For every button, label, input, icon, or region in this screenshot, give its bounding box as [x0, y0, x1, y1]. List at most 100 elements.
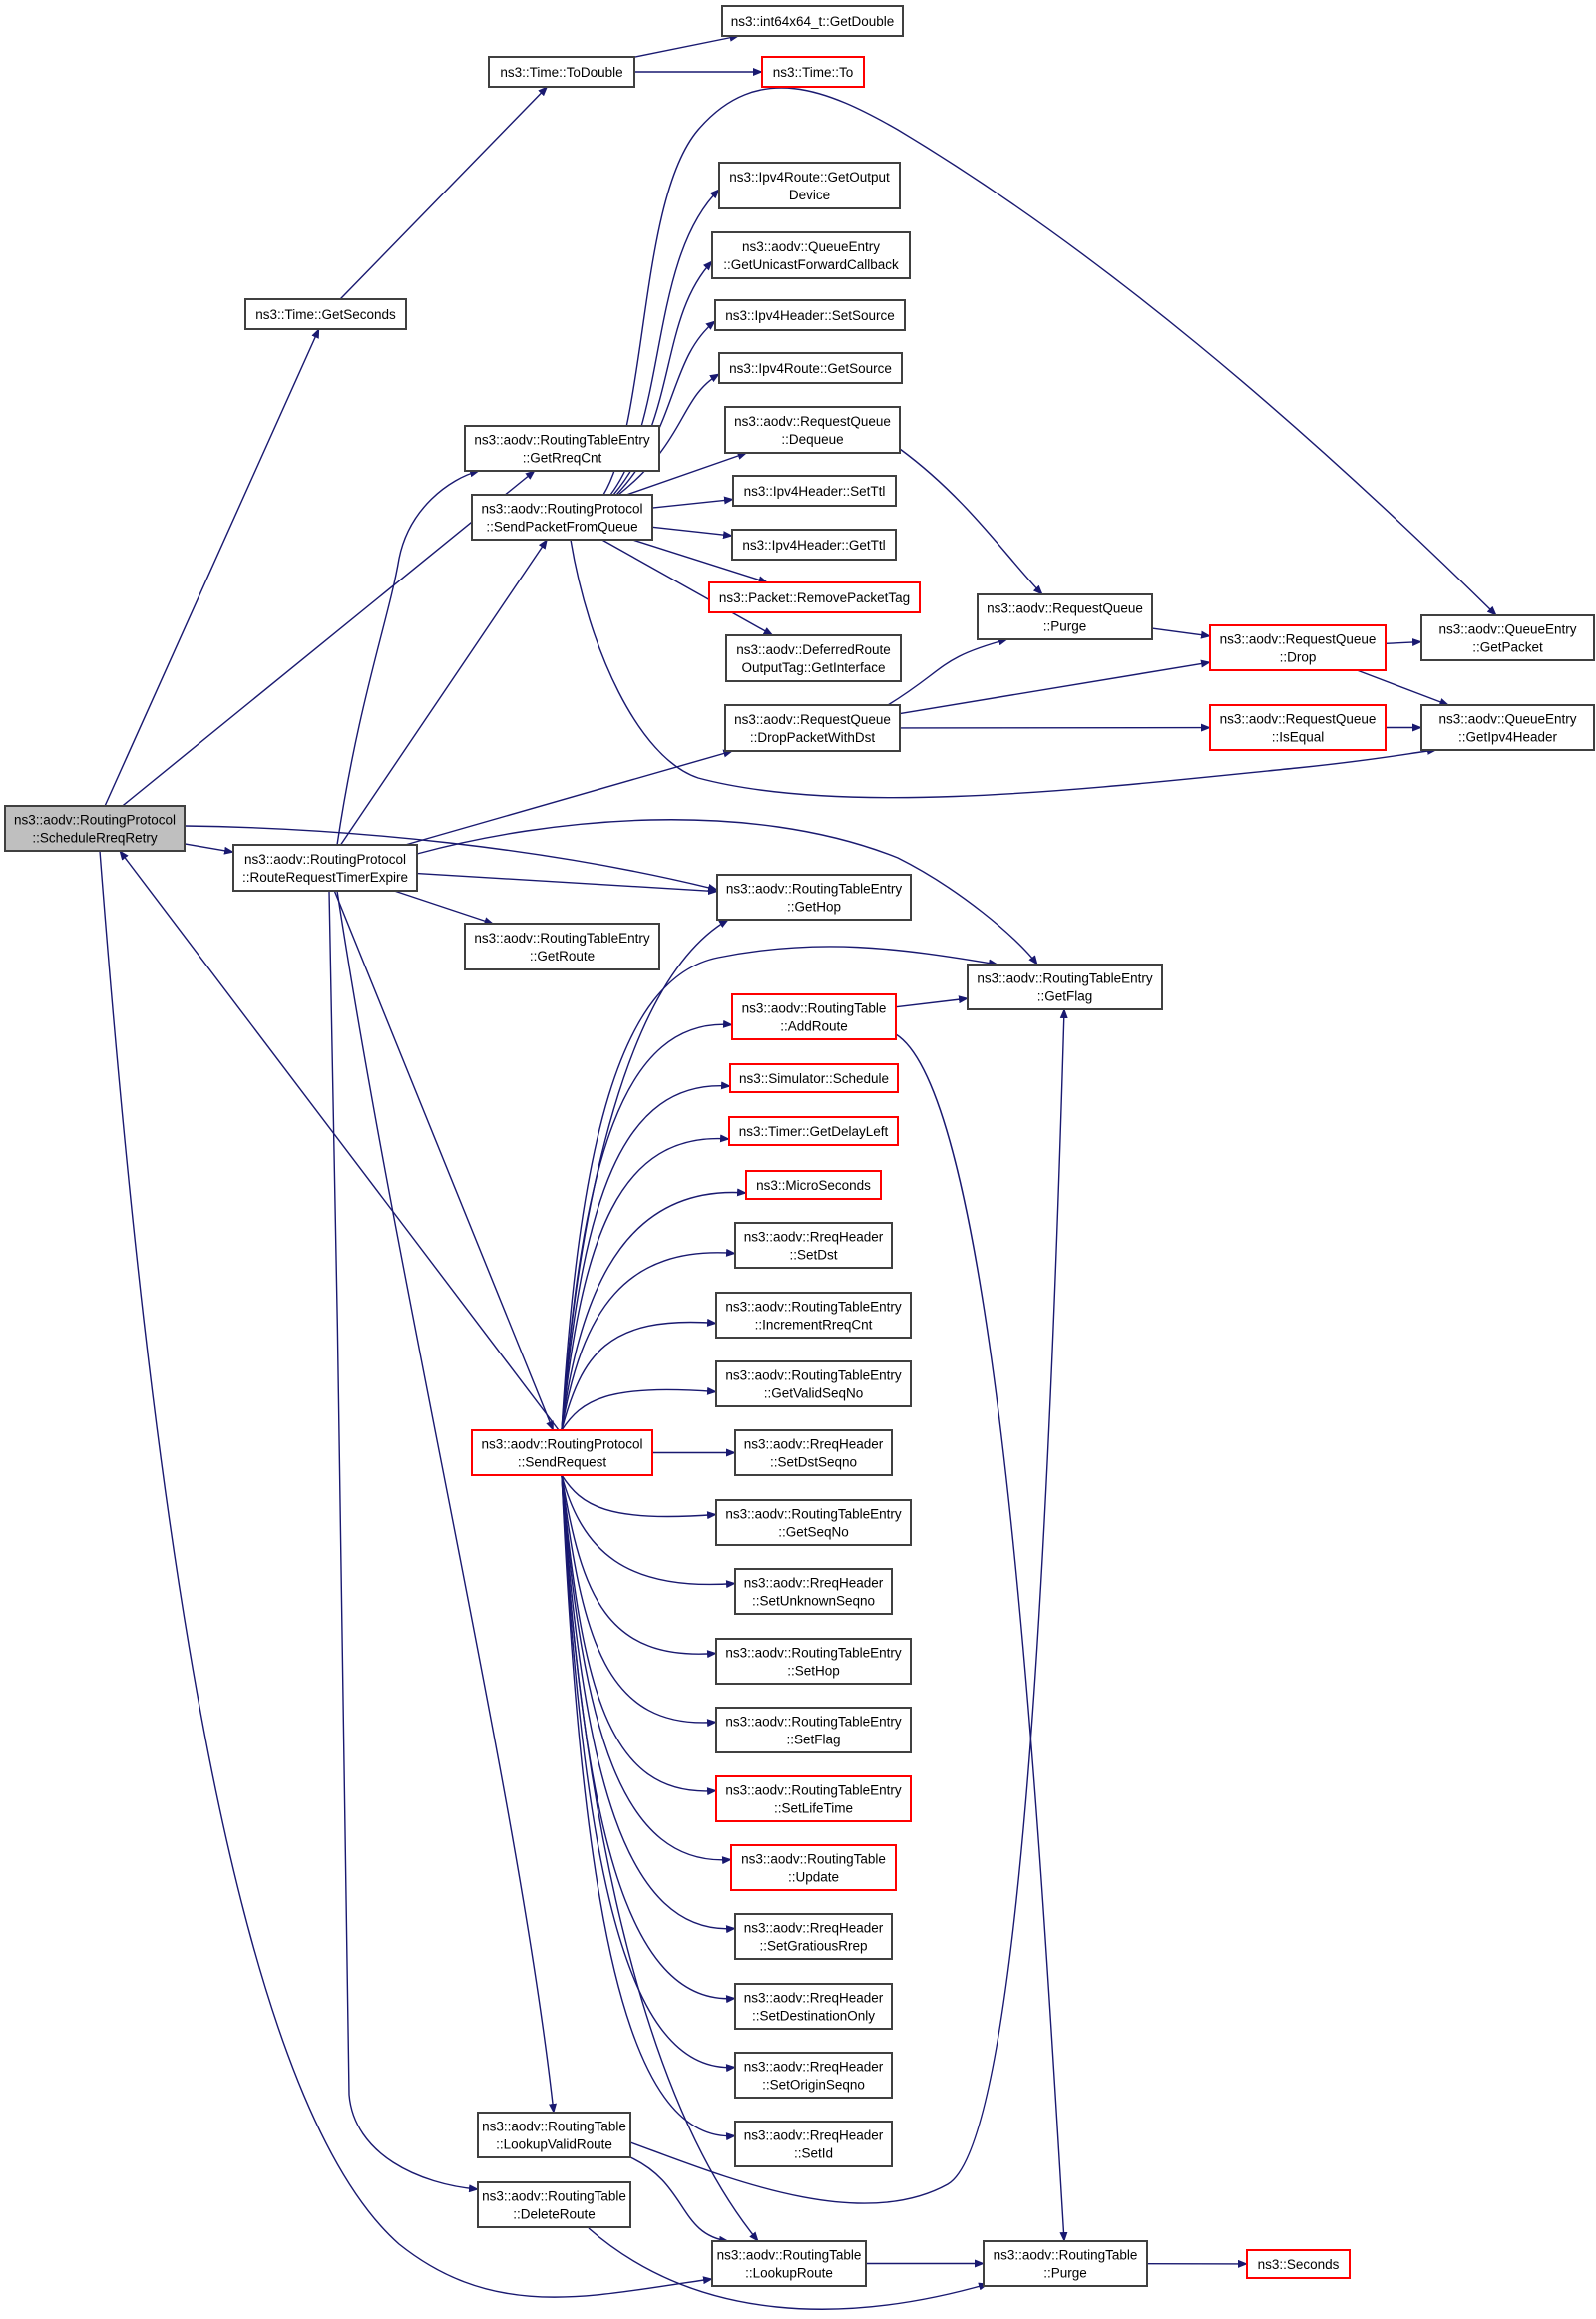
node-box[interactable] — [734, 2121, 893, 2167]
node-box[interactable] — [761, 56, 865, 88]
node-incrementrreqcnt[interactable]: ns3::aodv::RoutingTableEntry::IncrementR… — [715, 1292, 912, 1339]
node-droppacketwithdst[interactable]: ns3::aodv::RequestQueue::DropPacketWithD… — [724, 704, 901, 752]
node-box[interactable] — [715, 1292, 912, 1339]
node-box[interactable] — [471, 1429, 653, 1476]
node-box[interactable] — [734, 1429, 893, 1476]
node-box[interactable] — [464, 923, 660, 970]
node-box[interactable] — [731, 529, 897, 561]
node-box[interactable] — [477, 2181, 631, 2228]
node-setdst[interactable]: ns3::aodv::RreqHeader::SetDst — [734, 1222, 893, 1269]
node-seconds[interactable]: ns3::Seconds — [1246, 2249, 1351, 2279]
node-setid[interactable]: ns3::aodv::RreqHeader::SetId — [734, 2121, 893, 2167]
node-getsource[interactable]: ns3::Ipv4Route::GetSource — [718, 352, 903, 384]
node-addroute[interactable]: ns3::aodv::RoutingTable::AddRoute — [731, 993, 897, 1040]
node-box[interactable] — [715, 1499, 912, 1546]
node-getunicastfwd[interactable]: ns3::aodv::QueueEntry::GetUnicastForward… — [711, 231, 911, 279]
node-box[interactable] — [4, 805, 186, 852]
node-box[interactable] — [1246, 2249, 1351, 2279]
node-getipv4header[interactable]: ns3::aodv::QueueEntry::GetIpv4Header — [1420, 704, 1595, 751]
node-getdelayleft[interactable]: ns3::Timer::GetDelayLeft — [728, 1116, 899, 1146]
node-box[interactable] — [729, 1063, 899, 1093]
node-getroute[interactable]: ns3::aodv::RoutingTableEntry::GetRoute — [464, 923, 660, 970]
node-getpacket[interactable]: ns3::aodv::QueueEntry::GetPacket — [1420, 614, 1595, 661]
node-setoriginseqno[interactable]: ns3::aodv::RreqHeader::SetOriginSeqno — [734, 2052, 893, 2099]
node-box[interactable] — [734, 1222, 893, 1269]
node-routerequesttimerexpire[interactable]: ns3::aodv::RoutingProtocol::RouteRequest… — [232, 844, 418, 892]
node-lookuproute[interactable]: ns3::aodv::RoutingTable::LookupRoute — [711, 2240, 867, 2287]
node-box[interactable] — [977, 593, 1153, 640]
node-box[interactable] — [718, 162, 901, 209]
node-setgratiousrrep[interactable]: ns3::aodv::RreqHeader::SetGratiousRrep — [734, 1913, 893, 1960]
node-simschedule[interactable]: ns3::Simulator::Schedule — [729, 1063, 899, 1093]
node-box[interactable] — [232, 844, 418, 892]
node-isequal[interactable]: ns3::aodv::RequestQueue::IsEqual — [1209, 704, 1387, 751]
node-box[interactable] — [715, 1775, 912, 1822]
node-sethop[interactable]: ns3::aodv::RoutingTableEntry::SetHop — [715, 1638, 912, 1685]
node-box[interactable] — [714, 299, 906, 331]
node-box[interactable] — [715, 1360, 912, 1407]
node-setttl[interactable]: ns3::Ipv4Header::SetTtl — [732, 475, 897, 507]
node-box[interactable] — [1209, 704, 1387, 751]
node-box[interactable] — [711, 2240, 867, 2287]
node-schedulerreqretry[interactable]: ns3::aodv::RoutingProtocol::ScheduleRreq… — [4, 805, 186, 852]
node-setflag[interactable]: ns3::aodv::RoutingTableEntry::SetFlag — [715, 1707, 912, 1753]
node-box[interactable] — [724, 704, 901, 752]
node-timeto[interactable]: ns3::Time::To — [761, 56, 865, 88]
node-microseconds[interactable]: ns3::MicroSeconds — [745, 1170, 882, 1200]
node-gethop[interactable]: ns3::aodv::RoutingTableEntry::GetHop — [716, 874, 912, 921]
node-getvalidseqno[interactable]: ns3::aodv::RoutingTableEntry::GetValidSe… — [715, 1360, 912, 1407]
node-box[interactable] — [477, 2112, 631, 2158]
node-box[interactable] — [715, 1638, 912, 1685]
node-box[interactable] — [732, 475, 897, 507]
node-rqpurge[interactable]: ns3::aodv::RequestQueue::Purge — [977, 593, 1153, 640]
node-getdouble[interactable]: ns3::int64x64_t::GetDouble — [721, 5, 904, 37]
node-rtpurge[interactable]: ns3::aodv::RoutingTable::Purge — [983, 2240, 1148, 2287]
node-setdestinationonly[interactable]: ns3::aodv::RreqHeader::SetDestinationOnl… — [734, 1983, 893, 2030]
node-rtupdate[interactable]: ns3::aodv::RoutingTable::Update — [730, 1844, 897, 1891]
node-getseqno[interactable]: ns3::aodv::RoutingTableEntry::GetSeqNo — [715, 1499, 912, 1546]
node-box[interactable] — [721, 5, 904, 37]
node-box[interactable] — [734, 1913, 893, 1960]
node-box[interactable] — [967, 964, 1163, 1010]
node-box[interactable] — [488, 56, 635, 88]
node-rqdrop[interactable]: ns3::aodv::RequestQueue::Drop — [1209, 624, 1387, 671]
node-box[interactable] — [716, 874, 912, 921]
node-box[interactable] — [244, 298, 407, 330]
node-setsource[interactable]: ns3::Ipv4Header::SetSource — [714, 299, 906, 331]
node-box[interactable] — [745, 1170, 882, 1200]
node-box[interactable] — [983, 2240, 1148, 2287]
node-box[interactable] — [734, 1983, 893, 2030]
node-box[interactable] — [730, 1844, 897, 1891]
node-box[interactable] — [711, 231, 911, 279]
node-todouble[interactable]: ns3::Time::ToDouble — [488, 56, 635, 88]
node-box[interactable] — [725, 634, 902, 682]
node-box[interactable] — [1420, 614, 1595, 661]
node-getflag[interactable]: ns3::aodv::RoutingTableEntry::GetFlag — [967, 964, 1163, 1010]
node-removepackettag[interactable]: ns3::Packet::RemovePacketTag — [708, 581, 921, 613]
node-sendrequest[interactable]: ns3::aodv::RoutingProtocol::SendRequest — [471, 1429, 653, 1476]
node-getrreqcnt[interactable]: ns3::aodv::RoutingTableEntry::GetRreqCnt — [464, 425, 660, 472]
node-box[interactable] — [708, 581, 921, 613]
node-setunknownseqno[interactable]: ns3::aodv::RreqHeader::SetUnknownSeqno — [734, 1568, 893, 1615]
node-dequeue[interactable]: ns3::aodv::RequestQueue::Dequeue — [724, 406, 901, 454]
node-deleteroute[interactable]: ns3::aodv::RoutingTable::DeleteRoute — [477, 2181, 631, 2228]
node-box[interactable] — [718, 352, 903, 384]
node-setlifetime[interactable]: ns3::aodv::RoutingTableEntry::SetLifeTim… — [715, 1775, 912, 1822]
node-getseconds[interactable]: ns3::Time::GetSeconds — [244, 298, 407, 330]
node-sendpacketfromqueue[interactable]: ns3::aodv::RoutingProtocol::SendPacketFr… — [471, 494, 653, 541]
node-box[interactable] — [734, 2052, 893, 2099]
node-box[interactable] — [1420, 704, 1595, 751]
node-box[interactable] — [734, 1568, 893, 1615]
node-box[interactable] — [1209, 624, 1387, 671]
node-getinterface[interactable]: ns3::aodv::DeferredRouteOutputTag::GetIn… — [725, 634, 902, 682]
node-lookupvalidroute[interactable]: ns3::aodv::RoutingTable::LookupValidRout… — [477, 2112, 631, 2158]
node-box[interactable] — [731, 993, 897, 1040]
node-box[interactable] — [471, 494, 653, 541]
node-box[interactable] — [464, 425, 660, 472]
node-setdstseqno[interactable]: ns3::aodv::RreqHeader::SetDstSeqno — [734, 1429, 893, 1476]
node-box[interactable] — [724, 406, 901, 454]
node-box[interactable] — [715, 1707, 912, 1753]
node-box[interactable] — [728, 1116, 899, 1146]
node-getttl[interactable]: ns3::Ipv4Header::GetTtl — [731, 529, 897, 561]
